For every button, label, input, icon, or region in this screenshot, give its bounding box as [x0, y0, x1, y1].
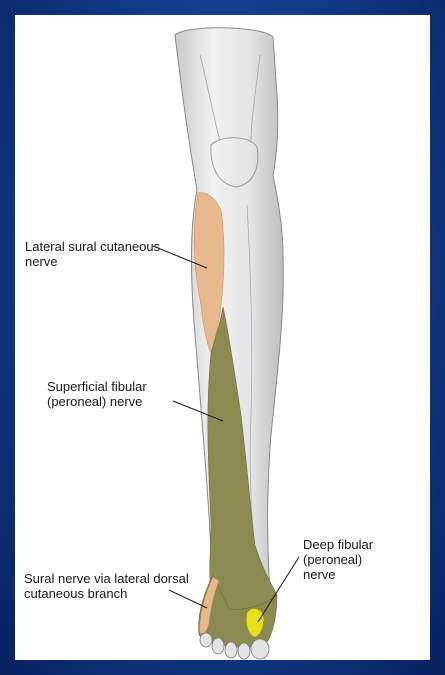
toe-5	[200, 633, 212, 647]
label-superficial-fibular-nerve: Superficial fibular (peroneal) nerve	[47, 379, 217, 409]
toe-4	[212, 638, 224, 654]
label-lateral-sural-cutaneous-nerve: Lateral sural cutaneous nerve	[25, 239, 185, 269]
toe-3	[225, 642, 237, 658]
toe-2	[238, 643, 250, 659]
label-sural-nerve-dorsal-branch: Sural nerve via lateral dorsal cutaneous…	[24, 571, 199, 601]
toe-1	[251, 639, 269, 659]
label-deep-fibular-nerve: Deep fibular (peroneal) nerve	[303, 537, 433, 582]
figure-frame: Lateral sural cutaneous nerve Superficia…	[15, 15, 430, 660]
